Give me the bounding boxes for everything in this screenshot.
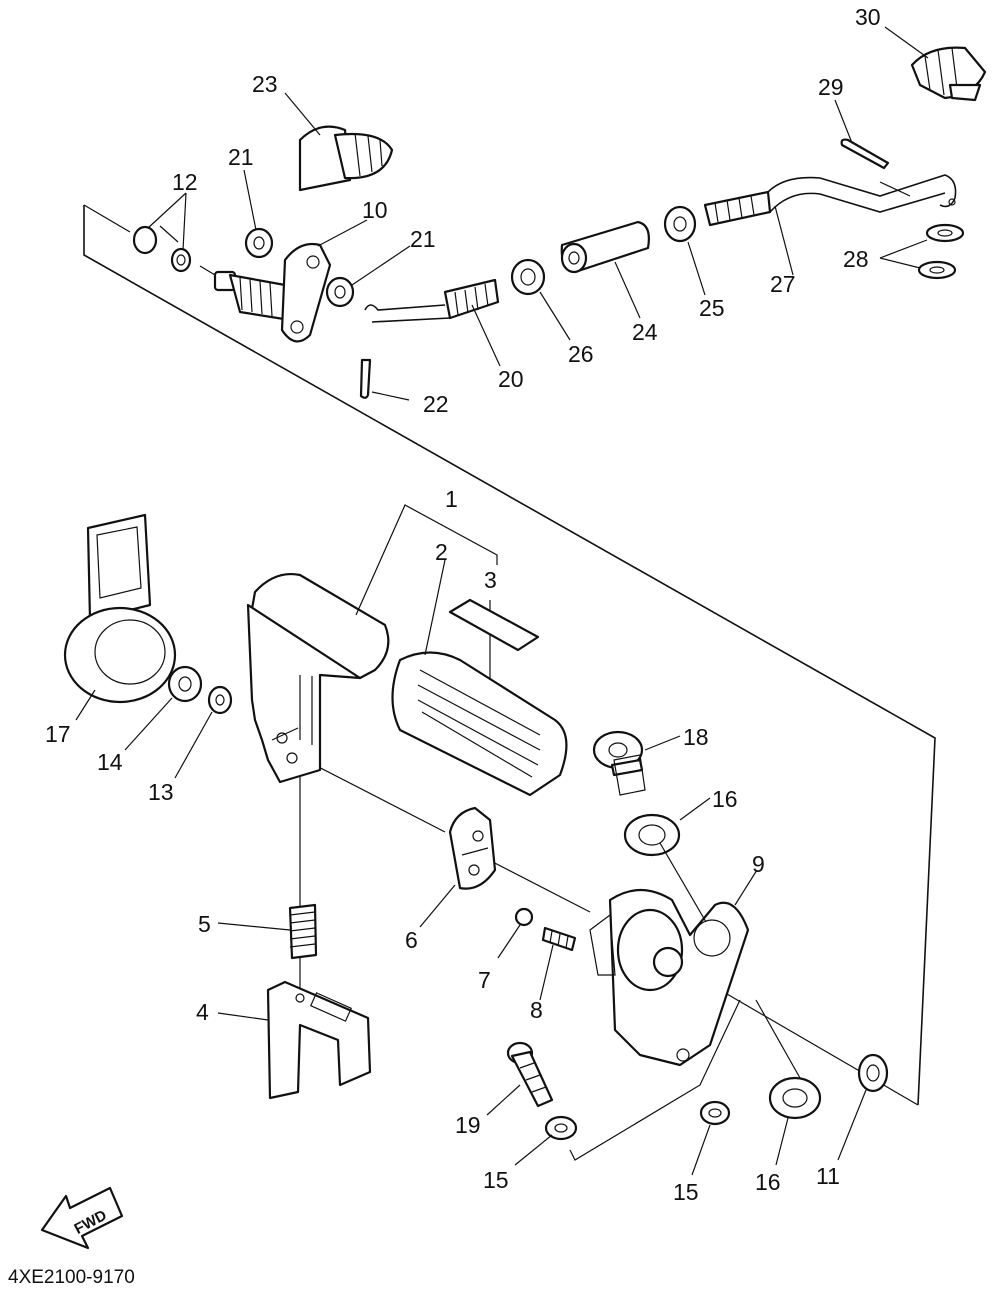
- callout-8: 8: [530, 997, 543, 1023]
- plate-6: [448, 806, 497, 890]
- washer-12a: [132, 225, 158, 255]
- spring-8: [541, 926, 577, 952]
- washer-28b: [917, 260, 957, 280]
- shift-rod-20: [364, 278, 500, 323]
- washer-16a: [623, 813, 681, 857]
- diagram-code: 4XE2100-9170: [8, 1267, 135, 1288]
- callout-6: 6: [405, 927, 418, 953]
- washer-12b: [170, 247, 192, 273]
- cotter-pin-22: [359, 358, 372, 399]
- callout-24: 24: [632, 319, 658, 345]
- callout-18: 18: [683, 724, 709, 750]
- rubber-boot-30: [910, 46, 987, 102]
- callout-15b: 15: [673, 1179, 699, 1205]
- callout-5: 5: [198, 911, 211, 937]
- callout-13: 13: [148, 779, 174, 805]
- washer-16b: [768, 1076, 822, 1120]
- washer-11: [857, 1053, 889, 1093]
- label-3: [448, 598, 540, 652]
- callout-7: 7: [478, 967, 491, 993]
- callout-27: 27: [770, 271, 796, 297]
- cotter-pin-29: [840, 138, 890, 170]
- callout-29: 29: [818, 74, 844, 100]
- callout-15a: 15: [483, 1167, 509, 1193]
- collar-17: [63, 513, 177, 704]
- callout-23: 23: [252, 71, 278, 97]
- spring-5: [288, 903, 318, 960]
- shift-rod-27: [703, 174, 957, 227]
- callout-10: 10: [362, 197, 388, 223]
- callout-25: 25: [699, 295, 725, 321]
- assembly-outline: [83, 181, 936, 1161]
- nut-14: [167, 665, 203, 703]
- fwd-arrow-icon: FWD: [40, 1186, 124, 1250]
- control-handle-1: [246, 573, 390, 784]
- callout-17: 17: [45, 721, 71, 747]
- callout-1: 1: [445, 486, 458, 512]
- callout-4: 4: [196, 999, 209, 1025]
- washer-28a: [925, 223, 965, 243]
- nut-25: [663, 205, 697, 243]
- callout-labels: 1 2 3 4 5 6 7 8 9 10 11 12 13 14 15 15 1…: [45, 4, 881, 1205]
- ball-7: [514, 907, 534, 927]
- washer-21a: [244, 227, 274, 259]
- washer-15a: [544, 1115, 578, 1141]
- callout-16a: 16: [712, 786, 738, 812]
- washer-13: [207, 685, 233, 715]
- callout-16b: 16: [755, 1169, 781, 1195]
- shift-lever-10: [280, 242, 332, 343]
- callout-11: 11: [816, 1163, 840, 1189]
- connector-24: [560, 220, 650, 274]
- bolt-19: [506, 1041, 554, 1108]
- bolt-18: [592, 730, 646, 796]
- callout-22: 22: [423, 391, 449, 417]
- housing-9: [589, 889, 750, 1067]
- callout-20: 20: [498, 366, 524, 392]
- callout-30: 30: [855, 4, 881, 30]
- callout-12: 12: [172, 169, 198, 195]
- callout-3: 3: [484, 567, 497, 593]
- callout-21a: 21: [228, 144, 254, 170]
- washer-21b: [325, 276, 355, 308]
- callout-26: 26: [568, 341, 594, 367]
- callout-2: 2: [435, 539, 448, 565]
- washer-15b: [699, 1100, 731, 1126]
- shift-shaft: [213, 270, 292, 322]
- bracket-4: [266, 980, 372, 1100]
- callout-19: 19: [455, 1112, 481, 1138]
- callout-28: 28: [843, 246, 869, 272]
- callout-9: 9: [752, 851, 765, 877]
- leader-lines: [75, 26, 929, 1176]
- rubber-boot-23: [298, 125, 394, 192]
- callout-14: 14: [97, 749, 123, 775]
- grip-2: [391, 651, 568, 797]
- nut-26: [510, 258, 546, 296]
- callout-21b: 21: [410, 226, 436, 252]
